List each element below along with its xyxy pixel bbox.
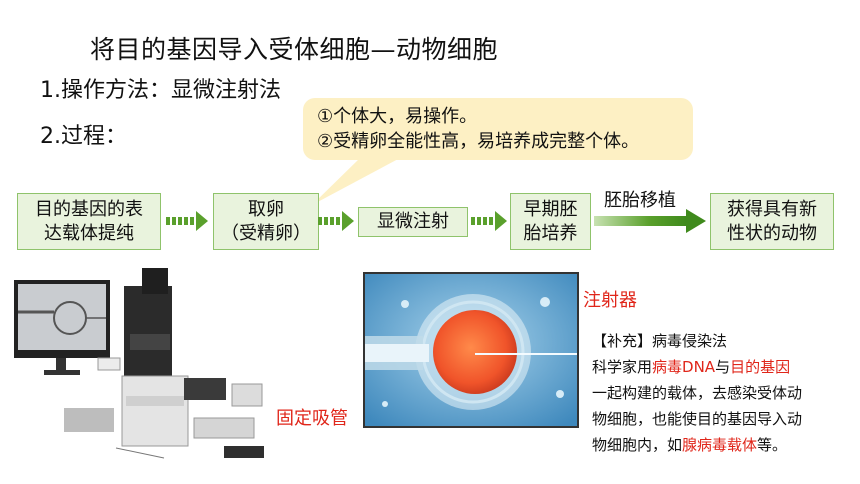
flow-arrow-1-icon <box>166 211 208 231</box>
supplement-line-3: 一起构建的载体，去感染受体动 <box>592 384 803 402</box>
holding-pipette-label: 固定吸管 <box>276 408 348 429</box>
egg-cell-illustration <box>365 274 577 426</box>
step5-line1: 获得具有新 <box>727 198 817 220</box>
injector-label: 注射器 <box>583 290 637 311</box>
flow-step-embryo-culture: 早期胚胎培养 <box>510 193 591 250</box>
step4-line2: 胎培养 <box>523 222 578 244</box>
supplement-heading: 【补充】病毒侵染法 <box>592 332 728 350</box>
step1-line1: 目的基因的表 <box>35 198 143 220</box>
callout-bubble: ①个体大，易操作。 ②受精卵全能性高，易培养成完整个体。 <box>303 98 693 160</box>
supplement-line-2: 科学家用病毒DNA与目的基因 <box>592 354 854 380</box>
microinjection-photo <box>363 272 579 428</box>
flow-step-microinjection: 显微注射 <box>358 207 468 237</box>
embryo-transfer-arrow-icon <box>594 209 706 233</box>
supp-text: 科学家用 <box>592 358 653 376</box>
flow-arrow-3-icon <box>471 211 507 231</box>
step2-line1: 取卵 <box>248 198 284 220</box>
callout-line-1: ①个体大，易操作。 <box>317 106 478 127</box>
step5-line2: 性状的动物 <box>727 222 817 244</box>
supplement-line-4: 物细胞，也能使目的基因导入动 <box>592 410 803 428</box>
step2-line2: （受精卵） <box>221 222 311 244</box>
supplement-line-5: 物细胞内，如腺病毒载体等。 <box>592 432 854 458</box>
flow-step-purify-vector: 目的基因的表达载体提纯 <box>17 193 161 250</box>
flow-step-transgenic-animal: 获得具有新性状的动物 <box>710 193 834 250</box>
flow-arrow-2-icon <box>318 211 354 231</box>
callout-line-2: ②受精卵全能性高，易培养成完整个体。 <box>317 131 640 152</box>
supplement-note: 【补充】病毒侵染法 科学家用病毒DNA与目的基因 一起构建的载体，去感染受体动 … <box>592 328 854 458</box>
supp-text: 等。 <box>757 436 788 454</box>
method-heading: 1.操作方法：显微注射法 <box>40 78 281 103</box>
step1-line2: 达载体提纯 <box>44 222 134 244</box>
supp-highlight-adenovirus: 腺病毒载体 <box>682 436 758 454</box>
step4-line1: 早期胚 <box>523 198 578 220</box>
supp-text: 物细胞内，如 <box>592 436 683 454</box>
supp-highlight-target-gene: 目的基因 <box>730 358 791 376</box>
page-title: 将目的基因导入受体细胞—动物细胞 <box>90 35 499 64</box>
supp-highlight-virus-dna: 病毒DNA <box>652 358 716 376</box>
supp-text: 与 <box>715 358 731 376</box>
microinjection-equipment-image <box>14 268 264 459</box>
flow-step-take-egg: 取卵（受精卵） <box>213 193 319 250</box>
embryo-transfer-label: 胚胎移植 <box>604 190 676 211</box>
process-heading: 2.过程： <box>40 124 127 149</box>
